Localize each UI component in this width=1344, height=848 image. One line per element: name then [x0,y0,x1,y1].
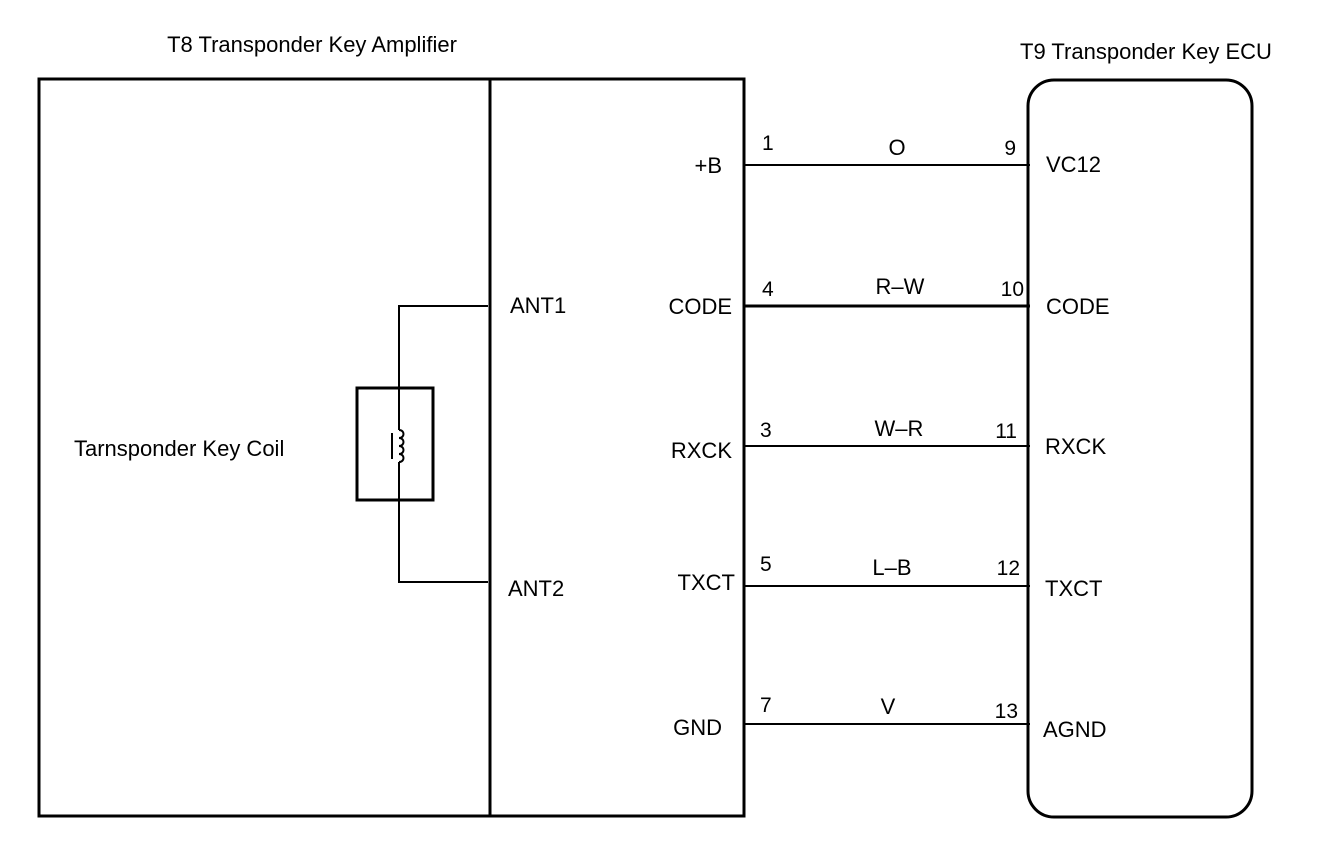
ecu-terminal-label: CODE [1046,294,1110,319]
ecu-pin-number: 10 [1001,278,1024,301]
wire-color-code: O [888,135,905,160]
ecu-terminal-label: TXCT [1045,576,1102,601]
connection-4: TXCT 5 L–B 12 TXCT [678,553,1103,601]
wire-color-code: R–W [876,274,925,299]
wire-color-code: V [881,694,896,719]
ecu-pin-number: 12 [997,557,1020,580]
ecu-terminal-label: AGND [1043,717,1107,742]
amp-terminal-label: GND [673,715,722,740]
ant2-terminal-label: ANT2 [508,576,564,601]
amp-pin-number: 7 [760,694,772,717]
ecu-pin-number: 11 [995,420,1017,443]
amp-pin-number: 1 [762,132,774,155]
amp-terminal-label: +B [694,153,722,178]
coil-box [355,386,435,502]
ecu-pin-number: 13 [995,700,1018,723]
wire-color-code: L–B [872,555,911,580]
amp-terminal-label: RXCK [671,438,732,463]
coil-symbol-icon [391,429,405,463]
amplifier-title: T8 Transponder Key Amplifier [167,32,457,57]
connection-1: +B 1 O 9 VC12 [694,132,1101,178]
ecu-title: T9 Transponder Key ECU [1020,39,1272,64]
ecu-pin-number: 9 [1004,137,1016,160]
ecu-box [1026,78,1254,819]
ecu-terminal-label: VC12 [1046,152,1101,177]
amp-terminal-label: TXCT [678,570,735,595]
ecu-terminal-label: RXCK [1045,434,1106,459]
coil-wiring [398,305,488,583]
amp-pin-number: 4 [762,278,774,301]
connection-2: CODE 4 R–W 10 CODE [668,274,1109,319]
amp-terminal-label: CODE [668,294,732,319]
coil-label: Tarnsponder Key Coil [74,436,284,461]
connection-3: RXCK 3 W–R 11 RXCK [671,416,1107,463]
connection-5: GND 7 V 13 AGND [673,694,1106,742]
amp-pin-number: 3 [760,419,772,442]
ant1-terminal-label: ANT1 [510,293,566,318]
amplifier-box [37,77,746,818]
wire-color-code: W–R [875,416,924,441]
amp-pin-number: 5 [760,553,772,576]
